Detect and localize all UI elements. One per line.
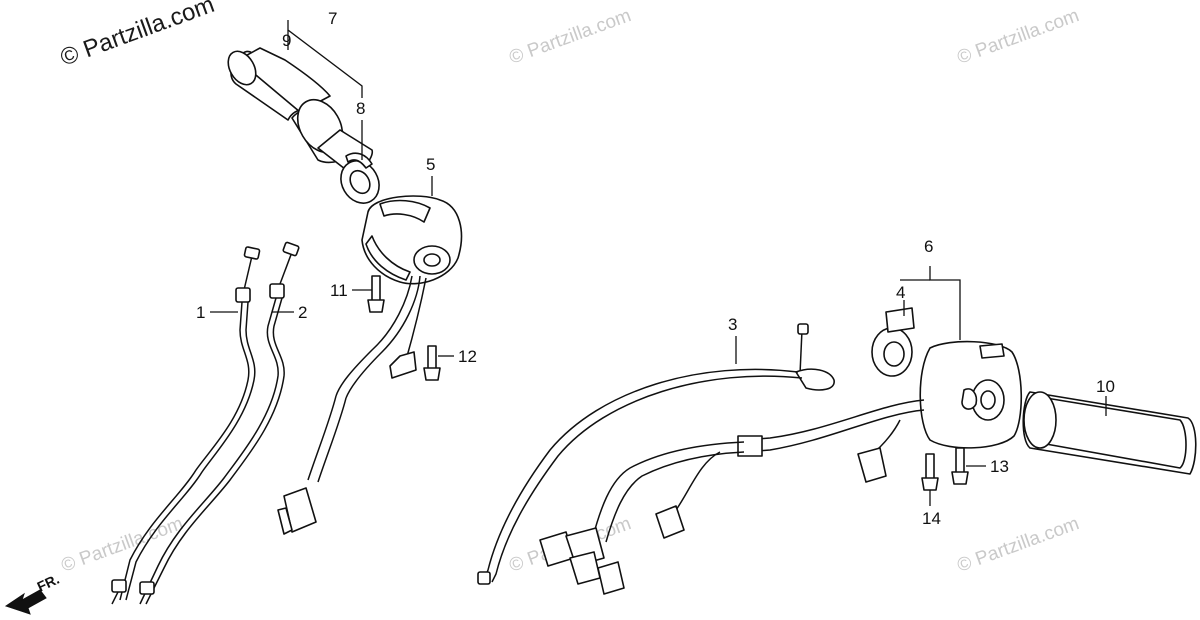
watermark-top-center: © Partzilla.com [507, 5, 634, 69]
throttle-pulley [871, 307, 915, 377]
callout-3: 3 [728, 315, 737, 334]
throttle-cable-1 [111, 246, 261, 605]
screw-12 [423, 345, 441, 381]
watermark-top-right: © Partzilla.com [955, 5, 1082, 69]
left-handlebar-switch [277, 195, 463, 535]
callout-6: 6 [924, 237, 933, 256]
callout-9: 9 [282, 31, 291, 50]
callout-14: 14 [922, 509, 941, 528]
callout-7: 7 [328, 9, 337, 28]
callout-11: 11 [330, 281, 348, 300]
watermark-main: © Partzilla.com [57, 0, 218, 72]
callout-13: 13 [990, 457, 1009, 476]
front-marker: FR. [4, 571, 62, 615]
screw-14 [921, 453, 939, 491]
screw-13 [951, 447, 969, 485]
callout-2: 2 [298, 303, 307, 322]
front-marker-label: FR. [35, 571, 62, 595]
callout-5: 5 [426, 155, 435, 174]
watermark-bottom-left: © Partzilla.com [59, 513, 186, 577]
leader-lines [210, 20, 1107, 506]
front-arrow-icon [4, 589, 47, 615]
right-handlebar-switch [539, 340, 1023, 595]
right-grip [1022, 391, 1197, 475]
callout-4: 4 [896, 283, 905, 302]
callout-1: 1 [196, 303, 205, 322]
screw-11 [367, 275, 385, 313]
callout-12: 12 [458, 347, 477, 366]
watermark-bottom-right: © Partzilla.com [955, 513, 1082, 577]
callout-8: 8 [356, 99, 365, 118]
throttle-grip [227, 47, 380, 204]
choke-cable [477, 323, 835, 585]
callout-10: 10 [1096, 377, 1115, 396]
throttle-cable-2 [139, 241, 300, 605]
